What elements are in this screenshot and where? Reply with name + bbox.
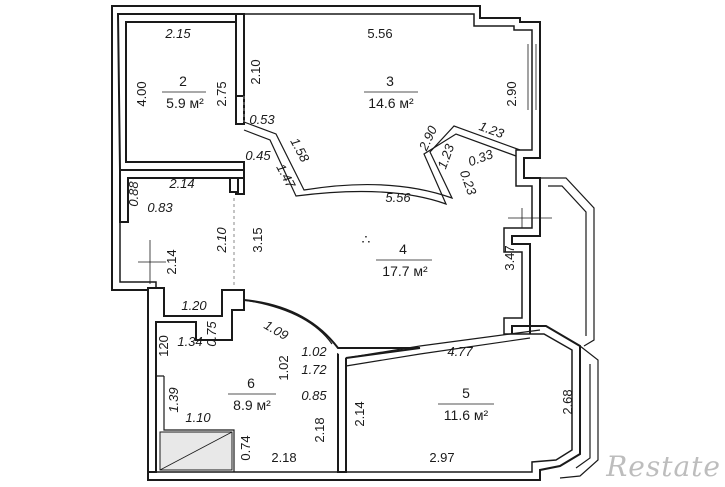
dim-r3-wall-c: 0.45 bbox=[245, 148, 271, 163]
dim-r2-top: 2.15 bbox=[164, 26, 191, 41]
dim-r6-m: 0.74 bbox=[238, 435, 253, 460]
dim-r5-right: 2.68 bbox=[560, 389, 575, 414]
dim-h-top-b: 2.14 bbox=[168, 176, 194, 191]
dim-r3-top: 5.56 bbox=[367, 26, 392, 41]
room6-area: 8.9 м² bbox=[233, 397, 271, 413]
curved-wall-room3 bbox=[243, 121, 521, 200]
dim-r5-top: 4.77 bbox=[447, 344, 473, 359]
room-underlines bbox=[162, 91, 494, 405]
center-watermark-icon: ∴ bbox=[362, 231, 371, 247]
dim-h-left: 2.14 bbox=[164, 249, 179, 274]
dim-r4-right: 3.47 bbox=[502, 245, 517, 270]
restate-logo: Restate bbox=[606, 450, 721, 483]
bay-window-room5 bbox=[559, 345, 599, 479]
wall-hall-mid bbox=[229, 177, 239, 193]
dim-r6-h: 1.72 bbox=[301, 362, 327, 377]
curved-wall-room3-inner bbox=[243, 129, 517, 206]
dim-r6-c: 0.75 bbox=[204, 321, 219, 347]
bay-window-right bbox=[540, 177, 595, 347]
dim-r3-bottom: 5.56 bbox=[385, 190, 411, 205]
dim-r6-k: 1.10 bbox=[185, 410, 211, 425]
dim-h-door: 2.10 bbox=[214, 227, 229, 254]
dim-r5-bottom: 2.97 bbox=[429, 450, 454, 465]
dim-r6-g: 1.02 bbox=[301, 344, 327, 359]
room6-number: 6 bbox=[247, 375, 255, 391]
dim-r6-b: 1.34 bbox=[177, 334, 202, 349]
dim-r3-wall-a: 0.53 bbox=[249, 112, 275, 127]
dim-r6-bottom: 2.18 bbox=[271, 450, 296, 465]
dim-r2-gap: 2.10 bbox=[248, 59, 263, 84]
room2-area: 5.9 м² bbox=[166, 95, 204, 111]
dim-r2-right: 2.75 bbox=[214, 81, 229, 106]
wall-room3-left bbox=[235, 13, 245, 97]
wall-room6-right bbox=[337, 347, 347, 473]
room6-step bbox=[156, 375, 235, 472]
room2-number: 2 bbox=[179, 73, 187, 89]
room5-number: 5 bbox=[462, 385, 470, 401]
wall-room5-top-inner bbox=[345, 337, 531, 367]
dim-r2-left: 4.00 bbox=[134, 81, 149, 106]
wall-room6 bbox=[147, 287, 245, 473]
room4-number: 4 bbox=[399, 241, 407, 257]
door-arc-room6 bbox=[243, 299, 333, 345]
wall-room6-top bbox=[243, 299, 421, 359]
wall-room5-top bbox=[345, 329, 541, 359]
walls bbox=[111, 5, 599, 481]
room-labels: 2 5.9 м² 3 14.6 м² 4 17.7 м² 5 11.6 м² 6… bbox=[166, 73, 488, 423]
room4-area: 17.7 м² bbox=[382, 263, 428, 279]
dim-h-top-c: 0.83 bbox=[147, 200, 173, 215]
room3-number: 3 bbox=[386, 73, 394, 89]
dim-r5-left: 2.14 bbox=[352, 401, 367, 426]
dim-h-mid: 3.15 bbox=[250, 227, 265, 252]
room5-area: 11.6 м² bbox=[444, 407, 489, 423]
dim-r6-f: 1.02 bbox=[276, 355, 291, 380]
dim-r6-d: 120 bbox=[156, 335, 171, 357]
dim-r6-a: 1.20 bbox=[181, 298, 207, 313]
room3-area: 14.6 м² bbox=[368, 95, 414, 111]
dim-r6-l: 2.18 bbox=[312, 417, 327, 442]
dim-r3-right: 2.90 bbox=[504, 81, 519, 106]
wall-hall-left bbox=[119, 169, 245, 223]
dim-h-top-a: 0.88 bbox=[126, 181, 141, 207]
dim-r6-i: 0.85 bbox=[301, 388, 327, 403]
dim-r6-j: 1.39 bbox=[166, 387, 181, 412]
window-room3 bbox=[527, 44, 537, 110]
